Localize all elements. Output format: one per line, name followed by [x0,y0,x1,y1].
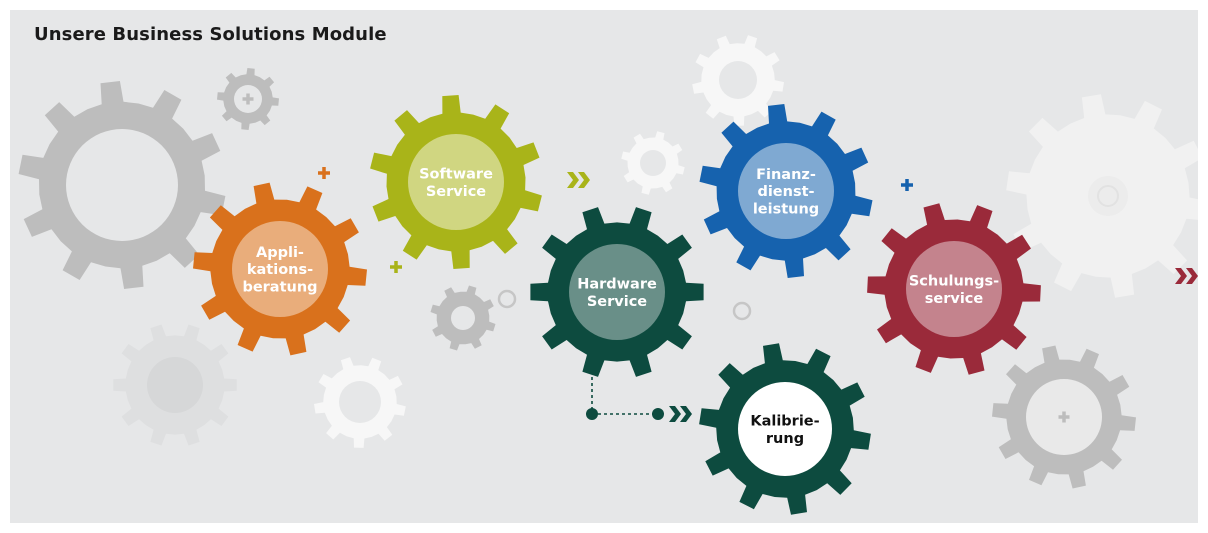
gear-finanzdienstleistung: Finanz-dienst-leistung [699,104,873,278]
gear-schulungsservice: Schulungs-service [867,203,1041,375]
gear-center [569,244,665,340]
double-chevron-icon [669,406,692,422]
decor-gear-grey-mid [430,285,496,351]
decor-ring [732,301,752,321]
gear-center [906,241,1002,337]
decor-ring [497,289,517,309]
gear-label-line: service [925,291,984,307]
gear-label-line: Finanz- [756,167,816,183]
gear-label-line: dienst- [757,184,814,200]
decor-gear-white-mid [621,131,685,195]
decor-gear-white-large-right [1006,94,1198,298]
connector-dot-end [652,408,664,420]
diagram-title: Unsere Business Solutions Module [34,24,387,45]
decor-gear-white-bottom [314,357,406,448]
plus-icon-orange [318,167,330,179]
gear-center [738,382,832,476]
plus-icon-blue [901,179,913,191]
gear-kalibrierung: Kalibrie-rung [699,343,871,515]
gear-label-line: Appli- [256,245,304,261]
double-chevron-icon-green [567,172,590,188]
double-chevron-icon-red [1175,268,1198,284]
decor-gear-grey-large [18,81,226,289]
decor-plus-icon [1058,411,1070,423]
gear-label-line: Schulungs- [909,274,999,290]
gear-label-line: Hardware [577,277,657,293]
connector-dot-start [586,408,598,420]
module-gears: Appli-kations-beratungSoftwareServiceHar… [193,95,1041,515]
gear-diagram: Appli-kations-beratungSoftwareServiceHar… [18,35,1198,515]
gear-label-line: rung [766,431,804,447]
background-gears [18,35,1198,489]
plus-icon-green [390,261,402,273]
connectors [318,167,1198,422]
gear-label-line: leistung [753,202,819,218]
decor-plus-icon [242,93,254,105]
gear-applikationsberatung: Appli-kations-beratung [193,182,367,356]
decor-gear-white-top [692,35,784,126]
gear-center [232,221,328,317]
gear-label-line: kations- [247,262,313,278]
gear-center [738,143,834,239]
gear-label-line: Service [587,294,647,310]
gear-label-line: Service [426,184,486,200]
gear-label-line: Software [419,167,493,183]
gear-center [408,134,504,230]
gear-label-line: beratung [242,280,317,296]
decor-gear-faint-bottom-left [113,324,237,446]
gear-label-line: Kalibrie- [750,414,819,430]
